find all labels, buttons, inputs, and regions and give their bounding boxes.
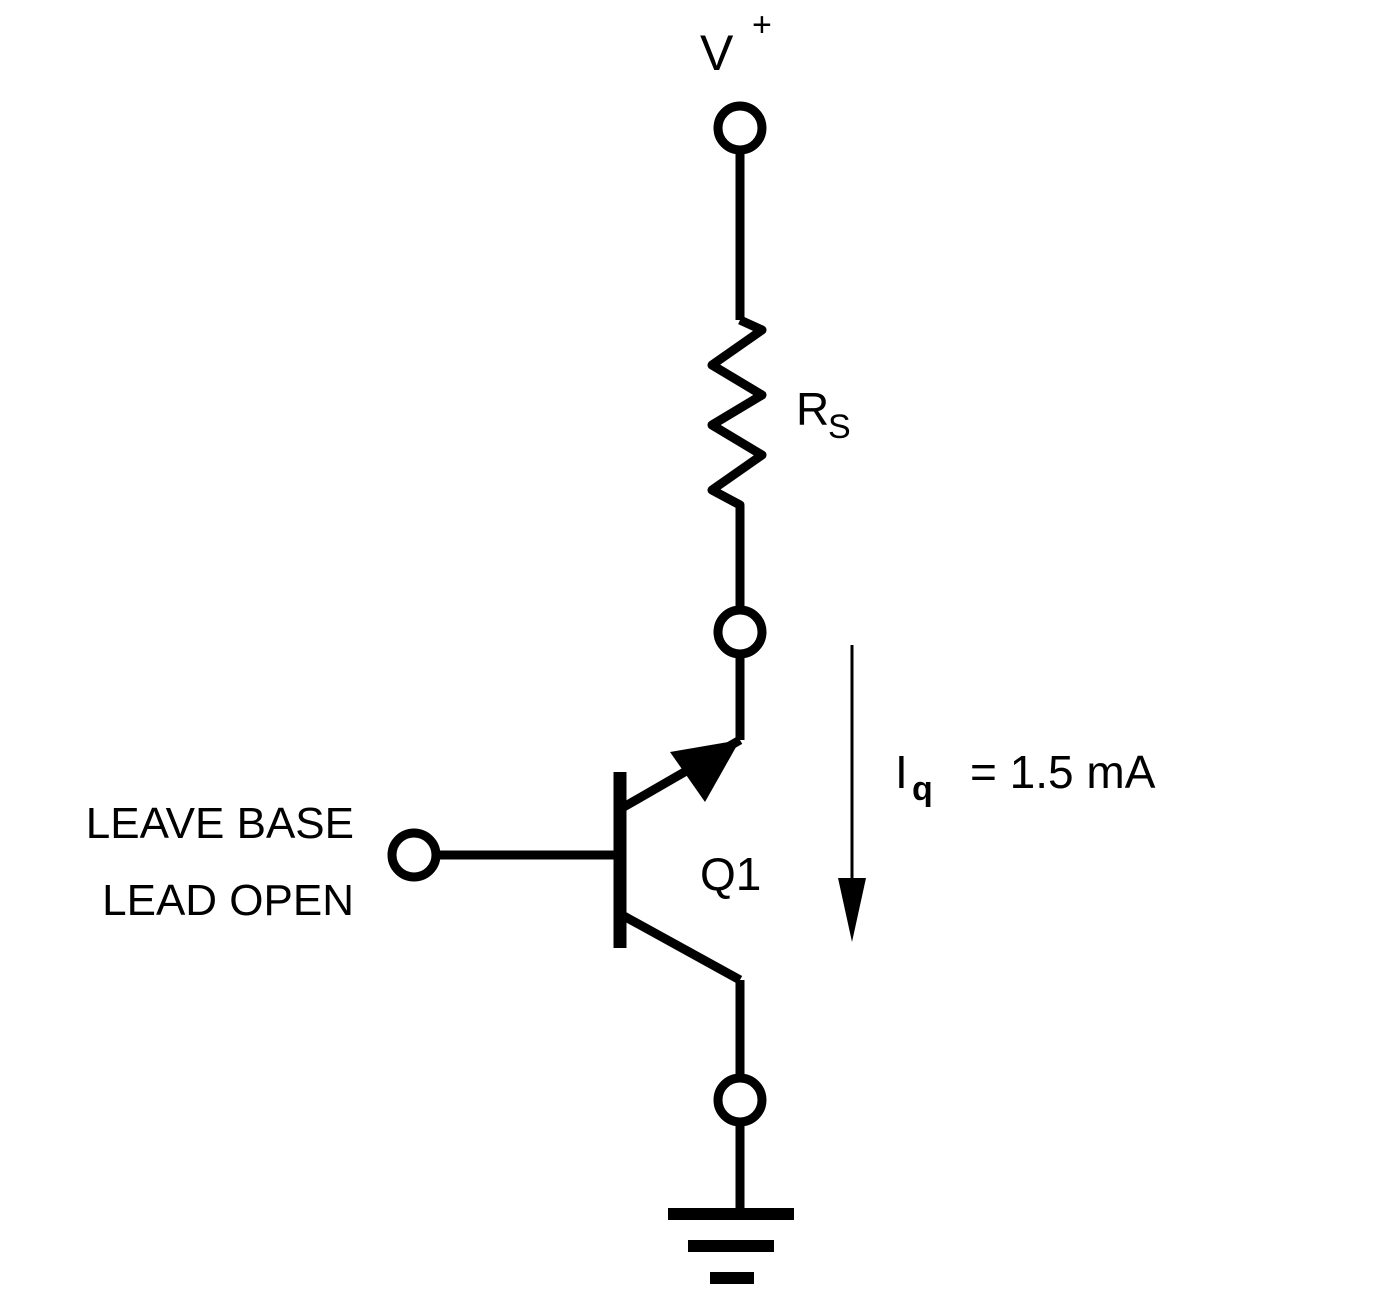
collector-terminal xyxy=(713,1073,767,1127)
base-terminal xyxy=(387,828,441,882)
resistor-label: R xyxy=(796,383,829,435)
resistor-rs xyxy=(707,315,767,610)
current-label: I xyxy=(895,746,908,798)
supply-label: V xyxy=(700,25,734,81)
current-arrow-head-icon xyxy=(838,878,866,942)
ground-icon xyxy=(668,1208,794,1284)
supply-superscript: + xyxy=(752,6,772,44)
base-note-line1: LEAVE BASE xyxy=(86,799,354,848)
current-value: = 1.5 mA xyxy=(970,746,1156,798)
base-note-line2: LEAD OPEN xyxy=(102,876,354,925)
transistor-label: Q1 xyxy=(700,848,761,900)
emitter-arrow-icon xyxy=(670,740,740,802)
current-subscript: q xyxy=(912,770,933,808)
supply-terminal xyxy=(713,101,767,155)
collector-lead xyxy=(619,911,743,984)
emitter-terminal xyxy=(713,605,767,659)
resistor-subscript: S xyxy=(828,408,851,446)
